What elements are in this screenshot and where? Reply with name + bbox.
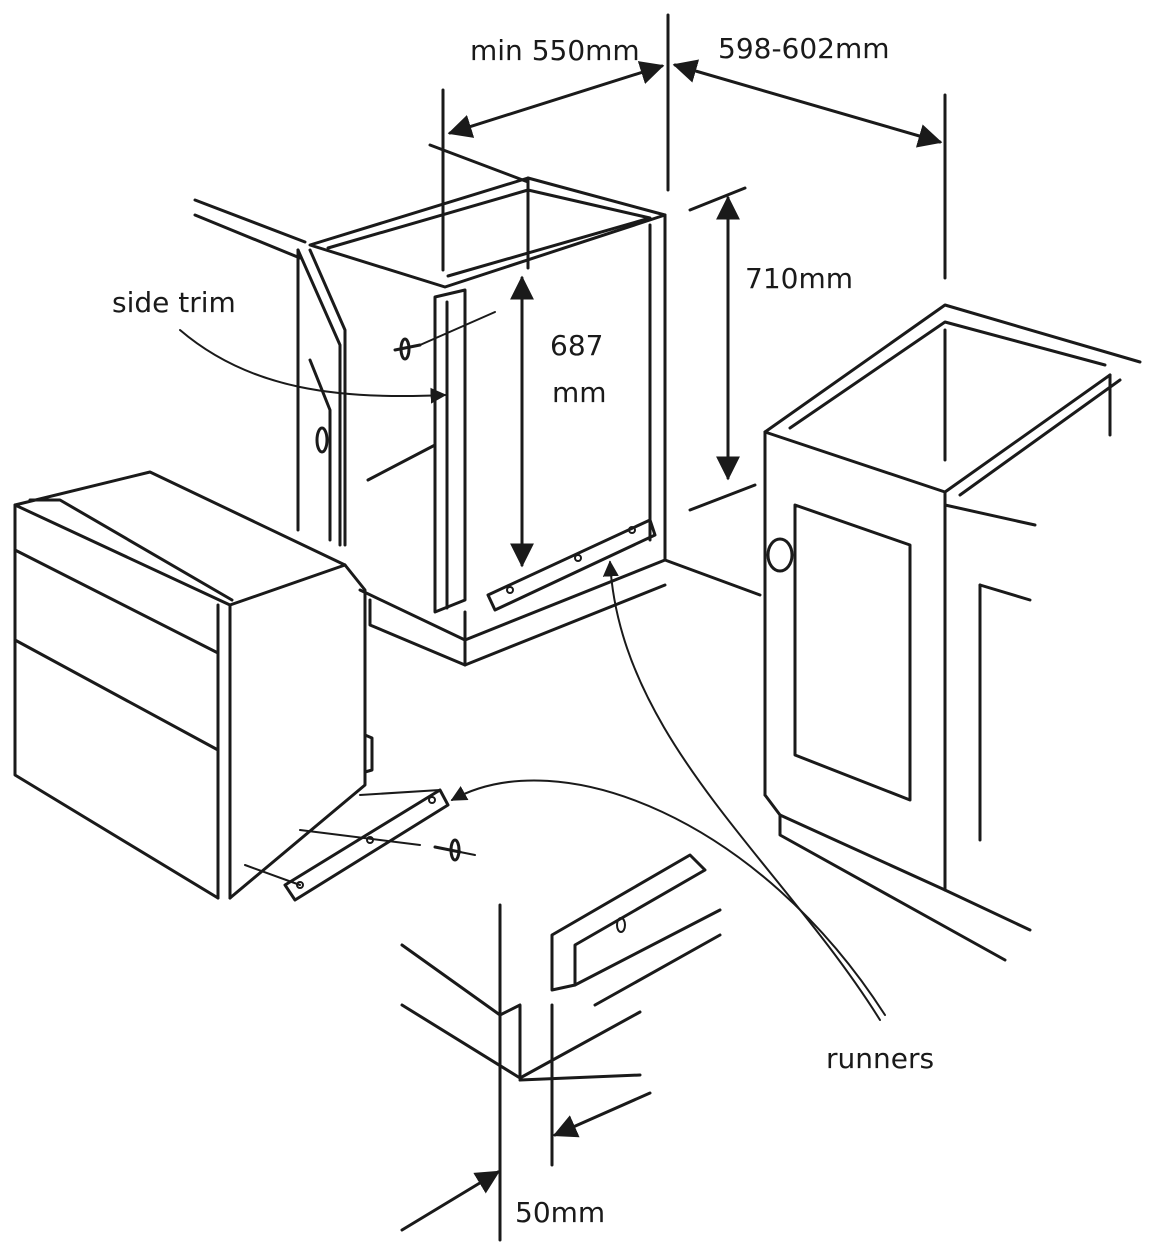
inner-height-unit-label: mm: [552, 376, 607, 409]
runners-label: runners: [826, 1042, 934, 1075]
plinth-detail: [400, 853, 722, 1242]
depth-min-label: min 550mm: [470, 34, 640, 67]
leader-lines: [179, 329, 886, 1021]
dimension-lines: [441, 13, 947, 568]
side-trim-label: side trim: [112, 286, 236, 319]
width-range-label: 598-602mm: [718, 32, 890, 65]
dishwasher: [13, 470, 476, 902]
height-total-label: 710mm: [745, 262, 853, 295]
plinth-offset-label: 50mm: [515, 1196, 605, 1229]
right-cabinet: [763, 303, 1142, 962]
left-worktop-rails: [193, 143, 530, 260]
cabinet-niche: [296, 176, 762, 667]
inner-height-value-label: 687: [550, 329, 603, 362]
